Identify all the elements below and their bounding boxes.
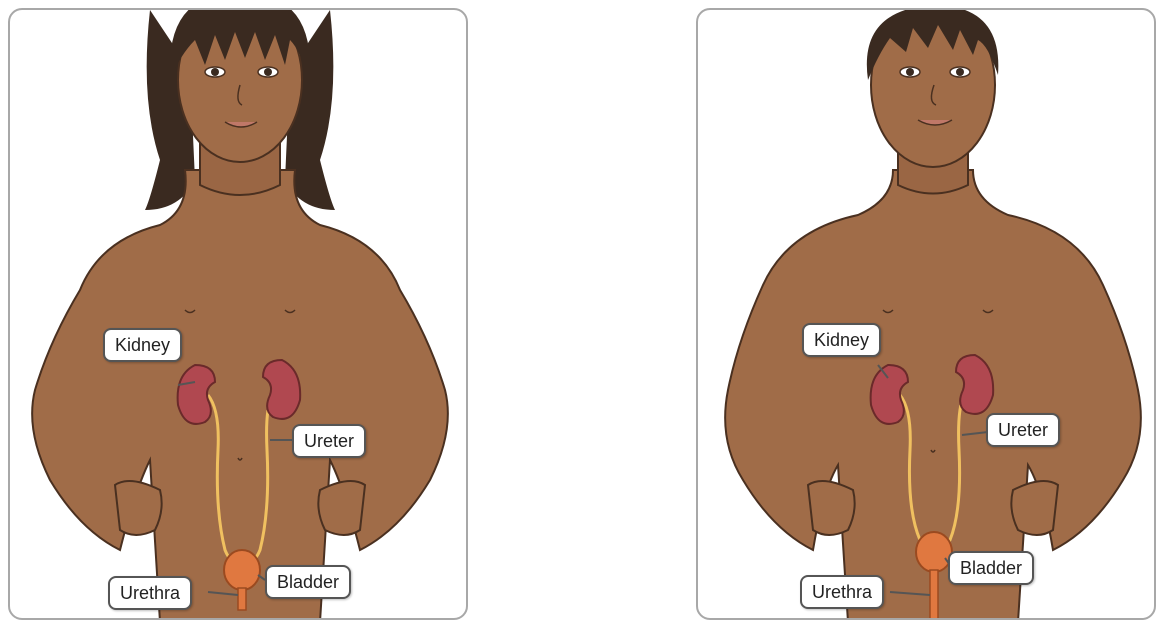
girl-panel: Kidney Ureter Bladder Urethra — [8, 8, 468, 620]
boy-hand-left — [808, 481, 855, 535]
boy-urethra-label: Urethra — [800, 575, 884, 609]
boy-panel: Kidney Ureter Bladder Urethra — [696, 8, 1156, 620]
girl-hand-right — [318, 481, 365, 535]
girl-urethra — [238, 588, 246, 610]
girl-bladder-label: Bladder — [265, 565, 351, 599]
girl-figure — [10, 10, 468, 620]
boy-figure — [698, 10, 1156, 620]
girl-ureter-label: Ureter — [292, 424, 366, 458]
boy-hand-right — [1011, 481, 1058, 535]
girl-bladder — [224, 550, 260, 590]
girl-urethra-label: Urethra — [108, 576, 192, 610]
boy-kidney-label: Kidney — [802, 323, 881, 357]
girl-hand-left — [115, 481, 162, 535]
boy-urethra — [930, 570, 938, 620]
boy-ureter-label: Ureter — [986, 413, 1060, 447]
girl-kidney-label: Kidney — [103, 328, 182, 362]
boy-bladder — [916, 532, 952, 572]
boy-bladder-label: Bladder — [948, 551, 1034, 585]
